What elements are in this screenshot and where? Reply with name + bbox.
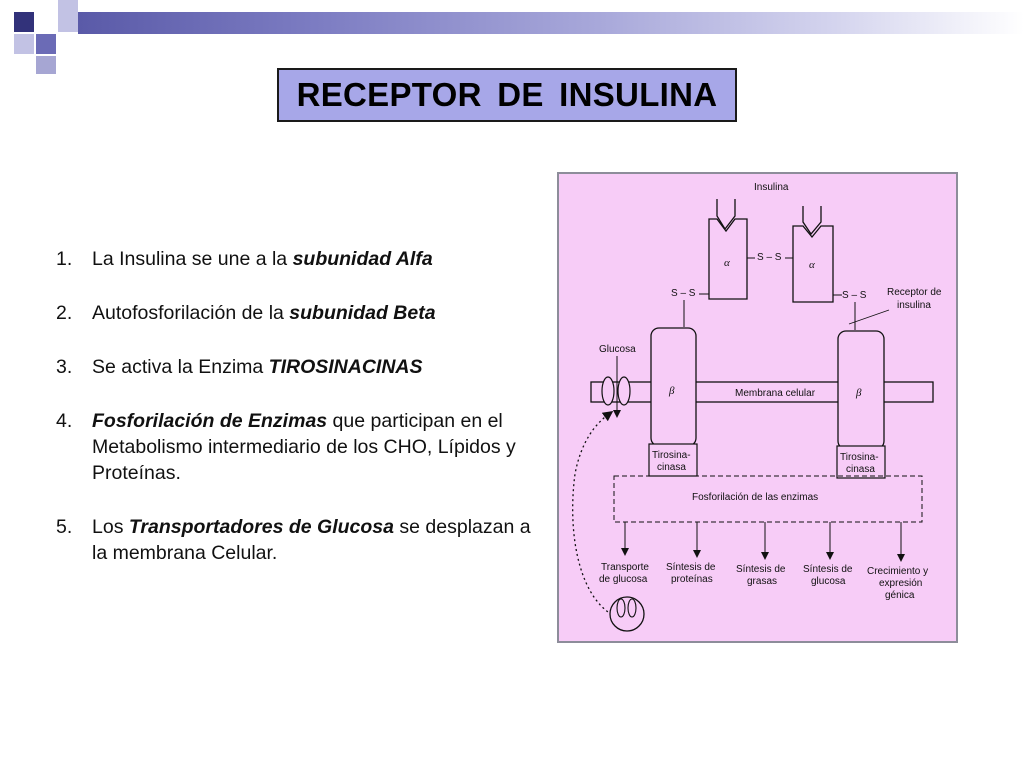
output-1-line1: Transporte <box>601 562 649 573</box>
transporter-left-half <box>601 376 615 406</box>
insulin-receptor-diagram: Insulina α α S – S S – S S – S Receptor … <box>557 172 958 643</box>
list-item-number: 4. <box>56 410 73 432</box>
list-item-text: Autofosforilación de la subunidad Beta <box>92 300 536 326</box>
list-item: 3. Se activa la Enzima TIROSINACINAS <box>56 354 536 380</box>
corner-square-2 <box>36 12 56 32</box>
list-item-number: 1. <box>56 248 73 270</box>
glucose-vesicle <box>609 596 645 632</box>
output-4-line2: glucosa <box>811 576 846 587</box>
vesicle-transporter-left <box>616 598 626 618</box>
emphasized-text: Fosforilación de Enzimas <box>92 410 328 432</box>
phosphorylation-label: Fosforilación de las enzimas <box>692 492 818 503</box>
plain-text: se desplazan a la membrana Celular. <box>92 516 531 564</box>
insulin-label: Insulina <box>754 182 789 193</box>
emphasized-text: TIROSINACINAS <box>268 356 423 378</box>
numbered-list: 1. La Insulina se une a la subunidad Alfa… <box>56 246 536 594</box>
output-1-line2: de glucosa <box>599 574 648 585</box>
output-3-line2: grasas <box>747 576 777 587</box>
emphasized-text: subunidad Alfa <box>292 248 433 270</box>
bond-mask-top <box>755 250 785 263</box>
translocation-dashed-arrow <box>572 410 622 620</box>
list-item-text: Los Transportadores de Glucosa se despla… <box>92 514 536 566</box>
corner-square-7 <box>36 56 56 74</box>
corner-square-5 <box>36 34 56 54</box>
corner-square-1 <box>14 12 34 32</box>
output-4-line1: Síntesis de <box>803 564 853 575</box>
alpha-symbol-right: α <box>809 259 815 271</box>
kinase-right-line2: cinasa <box>846 464 875 475</box>
corner-square-4 <box>14 34 34 54</box>
emphasized-text: Transportadores de Glucosa <box>128 516 394 538</box>
plain-text: Se activa la Enzima <box>92 356 269 378</box>
kinase-left-line1: Tirosina- <box>652 450 691 461</box>
output-2-line1: Síntesis de <box>666 562 716 573</box>
emphasized-text: subunidad Beta <box>289 302 436 324</box>
plain-text: que participan en el Metabolismo interme… <box>92 410 516 484</box>
output-5-line3: génica <box>885 590 915 601</box>
list-item: 5. Los Transportadores de Glucosa se desp… <box>56 514 536 566</box>
output-5-line2: expresión <box>879 578 922 589</box>
disulfide-right: S – S <box>842 290 867 301</box>
list-item-number: 3. <box>56 356 73 378</box>
transporter-right-half <box>617 376 631 406</box>
output-2-line2: proteínas <box>671 574 713 585</box>
receptor-label-line1: Receptor de <box>887 287 942 298</box>
glucose-label: Glucosa <box>599 344 636 355</box>
corner-square-3 <box>58 12 78 32</box>
kinase-left-line2: cinasa <box>657 462 686 473</box>
list-item-text: La Insulina se une a la subunidad Alfa <box>92 246 536 272</box>
list-item-text: Se activa la Enzima TIROSINACINAS <box>92 354 536 380</box>
output-3-line1: Síntesis de <box>736 564 786 575</box>
alpha-subunit-left <box>708 218 748 300</box>
corner-square-6 <box>58 0 78 12</box>
receptor-label-line2: insulina <box>897 300 931 311</box>
list-item: 1. La Insulina se une a la subunidad Alfa <box>56 246 536 272</box>
list-item-number: 5. <box>56 516 73 538</box>
plain-text: Los <box>92 516 129 538</box>
list-item-number: 2. <box>56 302 73 324</box>
output-5-line1: Crecimiento y <box>867 566 928 577</box>
title-box: RECEPTOR DE INSULINA <box>277 68 737 122</box>
list-item: 4. Fosforilación de Enzimas que participa… <box>56 408 536 486</box>
membrane-label: Membrana celular <box>735 388 816 399</box>
list-item: 2. Autofosforilación de la subunidad Beta <box>56 300 536 326</box>
diagram-svg: Insulina α α S – S S – S S – S Receptor … <box>572 182 942 632</box>
slide-title: RECEPTOR DE INSULINA <box>296 76 718 113</box>
alpha-symbol-left: α <box>724 257 730 269</box>
disulfide-top: S – S <box>757 252 782 263</box>
vesicle-transporter-right <box>627 598 637 618</box>
header-gradient-band <box>78 12 1024 34</box>
kinase-domain-right <box>836 445 886 479</box>
kinase-right-line1: Tirosina- <box>840 452 879 463</box>
beta-symbol-right: β <box>855 387 862 399</box>
insulin-molecule-right <box>802 206 822 236</box>
plain-text: La Insulina se une a la <box>92 248 293 270</box>
phosphorylation-box <box>613 475 923 523</box>
list-item-text: Fosforilación de Enzimas que participan … <box>92 408 536 486</box>
receptor-pointer <box>848 309 890 325</box>
alpha-subunit-right <box>792 225 834 303</box>
disulfide-left: S – S <box>671 288 696 299</box>
plain-text: Autofosforilación de la <box>92 302 290 324</box>
beta-symbol-left: β <box>668 385 675 397</box>
